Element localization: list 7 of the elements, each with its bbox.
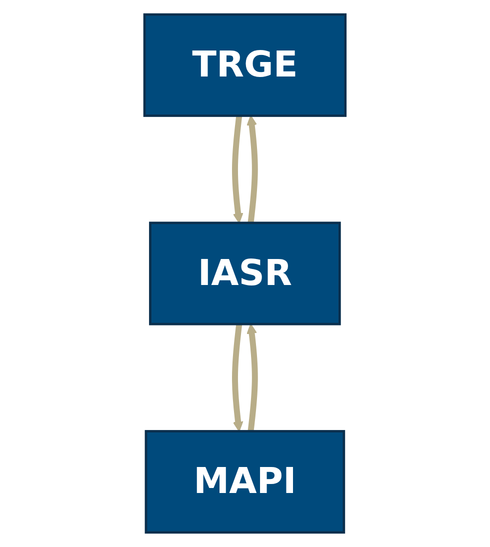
arrow	[232, 324, 244, 432]
arrow	[232, 115, 244, 224]
arrow	[246, 115, 258, 224]
node-box: TRGE	[143, 13, 347, 117]
node-box: IASR	[149, 222, 341, 326]
arrow	[246, 324, 258, 432]
node-box: MAPI	[144, 430, 346, 534]
